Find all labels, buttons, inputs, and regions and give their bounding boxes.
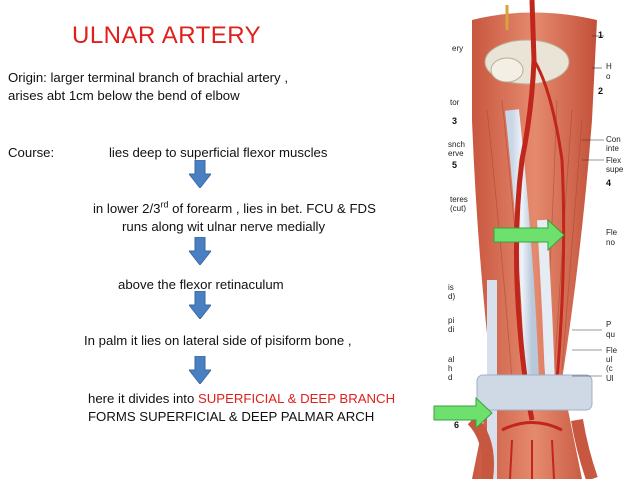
figure-label-left-1: ery xyxy=(452,44,464,53)
down-arrow-3 xyxy=(189,291,211,319)
slide-title: ULNAR ARTERY xyxy=(72,22,262,49)
figure-label-left-9: pi xyxy=(448,316,455,325)
step5-line-1: here it divides into SUPERFICIAL & DEEP … xyxy=(88,391,395,407)
figure-label-right-9: P xyxy=(606,320,612,329)
figure-number-6: 6 xyxy=(454,420,460,430)
forearm-anatomy-figure: 1 2 3 5 4 6 ery tor snch erve teres (cut… xyxy=(432,0,638,479)
step2-pre: in lower 2/3 xyxy=(93,201,161,216)
figure-label-right-14: Ul xyxy=(606,374,614,383)
figure-label-left-4: erve xyxy=(448,149,464,158)
figure-label-right-2: o xyxy=(606,72,611,81)
step2-line-2: runs along wit ulnar nerve medially xyxy=(122,219,326,234)
figure-number-4: 4 xyxy=(606,178,612,188)
step5-pre: here it divides into xyxy=(88,391,198,406)
figure-label-right-10: qu xyxy=(606,330,615,339)
figure-label-right-12: ul xyxy=(606,355,613,364)
figure-label-left-8: d) xyxy=(448,292,456,301)
figure-label-left-6: (cut) xyxy=(450,204,466,213)
down-arrow-4 xyxy=(189,356,211,384)
step2-post: of forearm , lies in bet. FCU & FDS xyxy=(168,201,376,216)
figure-label-right-1: H xyxy=(606,62,612,71)
figure-label-right-11: Fle xyxy=(606,346,618,355)
figure-label-left-2: tor xyxy=(450,98,460,107)
figure-label-right-6: supe xyxy=(606,165,624,174)
figure-number-3: 3 xyxy=(452,116,458,126)
figure-label-right-3: Con xyxy=(606,135,621,144)
down-arrow-1 xyxy=(189,160,211,188)
course-text: lies deep to superficial flexor muscles xyxy=(109,145,328,160)
figure-label-left-13: d xyxy=(448,373,453,382)
figure-number-5: 5 xyxy=(452,160,458,170)
figure-label-left-10: di xyxy=(448,325,455,334)
figure-number-2: 2 xyxy=(598,86,604,96)
down-arrow-2 xyxy=(189,237,211,265)
step5-highlight: SUPERFICIAL & DEEP BRANCH xyxy=(197,391,396,406)
forearm-anatomy-drawing xyxy=(432,0,638,479)
figure-label-left-3: snch xyxy=(448,140,465,149)
figure-label-right-13: (c xyxy=(606,364,613,373)
step2-line-1: in lower 2/3rd of forearm , lies in bet.… xyxy=(93,199,376,217)
figure-label-left-5: teres xyxy=(450,195,468,204)
figure-label-left-12: h xyxy=(448,364,453,373)
step2-sup: rd xyxy=(160,199,169,210)
course-label: Course: xyxy=(8,145,55,160)
step4-text: In palm it lies on lateral side of pisif… xyxy=(84,333,352,348)
figure-number-1: 1 xyxy=(598,30,604,40)
figure-label-right-4: inte xyxy=(606,144,619,153)
step3-text: above the flexor retinaculum xyxy=(118,277,284,292)
figure-label-left-11: al xyxy=(448,355,455,364)
origin-line-1: Origin: larger terminal branch of brachi… xyxy=(8,70,288,85)
step5-line-2: FORMS SUPERFICIAL & DEEP PALMAR ARCH xyxy=(88,409,375,424)
origin-line-2: arises abt 1cm below the bend of elbow xyxy=(8,88,240,103)
figure-label-right-5: Flex xyxy=(606,156,622,165)
figure-label-right-7: Fle xyxy=(606,228,618,237)
figure-label-right-8: no xyxy=(606,238,615,247)
figure-label-left-7: is xyxy=(448,283,454,292)
